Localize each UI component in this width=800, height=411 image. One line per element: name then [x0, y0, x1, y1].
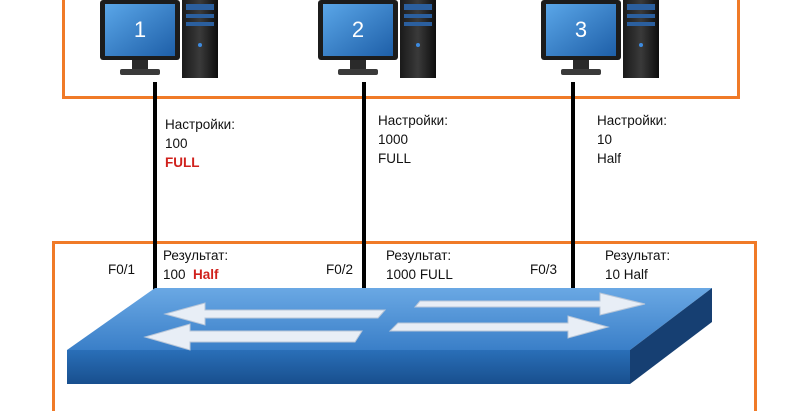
switch-frame: [52, 241, 757, 411]
result-value: 1000 FULL: [386, 265, 453, 284]
settings-duplex: FULL: [165, 155, 200, 170]
diagram-graphics: [67, 0, 712, 384]
network-switch-icon: [67, 288, 712, 384]
computer-3-number: 3: [574, 17, 588, 42]
port-f03-label: F0/3: [530, 262, 558, 277]
arrow-right-icon: [388, 292, 646, 339]
settings-speed: 1000: [378, 132, 409, 147]
result-duplex: FULL: [419, 267, 453, 282]
result-label: Результат:: [605, 248, 671, 263]
settings-speed: 100: [165, 136, 188, 151]
arrow-left-icon: [143, 302, 387, 351]
settings-pc1: Настройки: 100 FULL: [165, 115, 235, 172]
settings-label: Настройки:: [378, 113, 448, 128]
cable-pc2: [362, 82, 366, 292]
settings-pc2: Настройки: 1000 FULL: [378, 111, 448, 168]
settings-speed: 10: [597, 132, 613, 147]
cable-pc3: [571, 82, 575, 292]
result-duplex: Half: [193, 267, 219, 282]
settings-duplex: FULL: [378, 151, 412, 166]
result-speed: 1000: [386, 267, 417, 282]
settings-duplex: Half: [597, 151, 622, 166]
settings-pc3: Настройки: 10 Half: [597, 111, 667, 168]
computer-1-number: 1: [133, 17, 147, 42]
port-f01-label: F0/1: [108, 262, 136, 277]
result-speed: 10: [605, 267, 621, 282]
result-port3: Результат: 10 Half: [605, 246, 670, 284]
result-value: 10 Half: [605, 265, 670, 284]
port-f02-label: F0/2: [326, 262, 354, 277]
cable-pc1: [153, 82, 157, 292]
result-label: Результат:: [163, 248, 229, 263]
pc-group-frame: [62, 0, 740, 99]
result-duplex: Half: [623, 267, 648, 282]
settings-label: Настройки:: [165, 117, 235, 132]
result-value: 100 Half: [163, 265, 228, 284]
computer-2-number: 2: [351, 17, 365, 42]
result-port1: Результат: 100 Half: [163, 246, 228, 284]
result-label: Результат:: [386, 248, 452, 263]
settings-label: Настройки:: [597, 113, 667, 128]
result-port2: Результат: 1000 FULL: [386, 246, 453, 284]
result-speed: 100: [163, 267, 186, 282]
